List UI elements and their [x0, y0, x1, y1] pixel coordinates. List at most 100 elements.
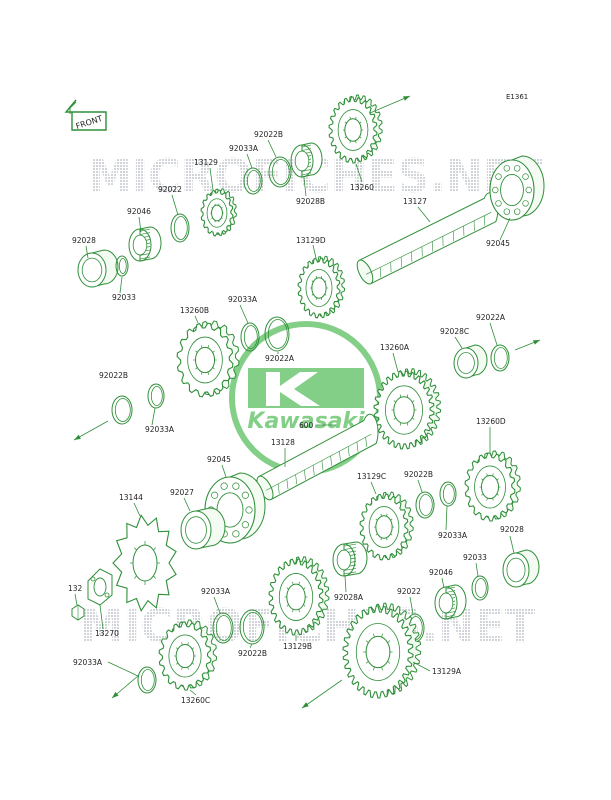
circlip-92033-right [471, 575, 489, 601]
drawing-code: E1361 [506, 93, 528, 101]
gear-13129d [297, 255, 346, 319]
leader-line [74, 593, 78, 606]
output-shaft-13127 [356, 192, 499, 285]
leader-line [239, 304, 249, 324]
leader-line [151, 407, 156, 426]
leader-line [445, 505, 448, 531]
circlip-92033a-lower [212, 612, 234, 644]
leader-line [99, 604, 104, 630]
part-label-92033a-right: 92033A [438, 531, 468, 540]
leader-arrow [74, 434, 81, 440]
part-label-92033-right: 92033 [463, 553, 487, 562]
part-label-600: 600 [299, 421, 314, 430]
washer-92022a-right [490, 344, 510, 372]
part-label-13270: 13270 [95, 629, 119, 638]
part-label-92033a-bottom: 92033A [73, 658, 103, 667]
washer-92022 [170, 213, 190, 243]
front-arrow-icon: FRONT [64, 99, 107, 131]
part-label-92022b-lower: 92022B [238, 649, 267, 658]
needle-bearing-92028a [332, 541, 368, 577]
part-label-13260b: 13260B [180, 306, 209, 315]
part-label-13128: 13128 [271, 438, 295, 447]
leader-line [189, 689, 197, 696]
part-label-13260c: 13260C [181, 696, 210, 705]
leader-line [246, 153, 253, 169]
leader-line [489, 322, 498, 346]
part-label-92046-right: 92046 [429, 568, 453, 577]
part-label-92022a-mid: 92022A [265, 354, 295, 363]
leader-line [119, 276, 123, 294]
part-label-92033a-left: 92033A [145, 425, 175, 434]
part-label-13260a: 13260A [380, 343, 410, 352]
leader-line [412, 661, 431, 672]
leader-line [249, 643, 253, 649]
part-label-92022b-left: 92022B [99, 371, 128, 380]
leader-arrow [403, 96, 410, 101]
part-label-92033a-top: 92033A [229, 144, 259, 153]
part-label-13260: 13260 [350, 183, 374, 192]
leader-line [138, 216, 142, 233]
part-label-92028-right: 92028 [500, 525, 524, 534]
part-label-13129: 13129 [194, 158, 218, 167]
part-label-13144: 13144 [119, 493, 143, 502]
leader-line [475, 562, 479, 577]
needle-bearing-92046-right [434, 584, 467, 620]
circlip-92033a-bottom [137, 666, 157, 694]
part-label-92022b-top: 92022B [254, 130, 283, 139]
part-label-92022b-right: 92022B [404, 470, 433, 479]
leader-line [221, 464, 227, 478]
leader-line [171, 194, 179, 216]
collar-92028-right [502, 549, 540, 588]
gear-13260c [158, 619, 218, 691]
leader-line [183, 497, 191, 512]
leader-line [107, 661, 139, 677]
washer-92022a-mid [264, 316, 290, 352]
part-label-92046: 92046 [127, 207, 151, 216]
circlip-92033a-mid [240, 322, 260, 352]
washer-92022b-right [415, 491, 435, 519]
gear-13260a [373, 368, 442, 450]
leader-arrow [302, 702, 309, 708]
part-label-92028c: 92028C [440, 327, 469, 336]
part-label-92045-bottom: 92045 [207, 455, 231, 464]
leader-line [267, 139, 277, 158]
lock-plate-13270 [87, 568, 113, 606]
leader-line [409, 596, 414, 615]
collar-92027 [180, 507, 226, 550]
part-label-92027: 92027 [170, 488, 194, 497]
circlip-92033a-top [243, 167, 263, 195]
gear-13129b [268, 556, 330, 636]
collar-92028c [453, 344, 488, 379]
leader-line [392, 352, 399, 373]
part-label-92028: 92028 [72, 236, 96, 245]
part-label-132: 132 [68, 584, 83, 593]
leader-line [417, 206, 431, 223]
ball-bearing-92045-bottom [204, 472, 266, 544]
leader-arrow [112, 691, 119, 698]
needle-bearing-92046 [128, 226, 162, 262]
circlip-92033a-right [439, 481, 457, 507]
part-label-92022: 92022 [158, 185, 182, 194]
leader-line [441, 577, 445, 589]
leader-lines [73, 95, 541, 709]
leader-line [355, 163, 363, 183]
needle-bearing-92028b [290, 142, 323, 178]
leader-line [312, 244, 317, 259]
leader-line [85, 245, 89, 259]
leader-line [209, 167, 214, 191]
part-label-92022a-right: 92022A [476, 313, 506, 322]
gear-13129c [359, 491, 414, 561]
gear-13129 [200, 188, 237, 237]
washer-92022b-top [268, 156, 292, 188]
part-label-92028a: 92028A [334, 593, 364, 602]
leader-arrow [533, 340, 540, 345]
part-label-92033a-mid: 92033A [228, 295, 258, 304]
leader-line [301, 679, 343, 709]
washer-92022b-left [111, 395, 133, 425]
circlip-92033a-left [147, 383, 165, 409]
collar-92028 [77, 249, 119, 288]
leader-line [417, 479, 423, 493]
bolt-132 [71, 604, 85, 621]
gear-13260b [176, 320, 240, 398]
